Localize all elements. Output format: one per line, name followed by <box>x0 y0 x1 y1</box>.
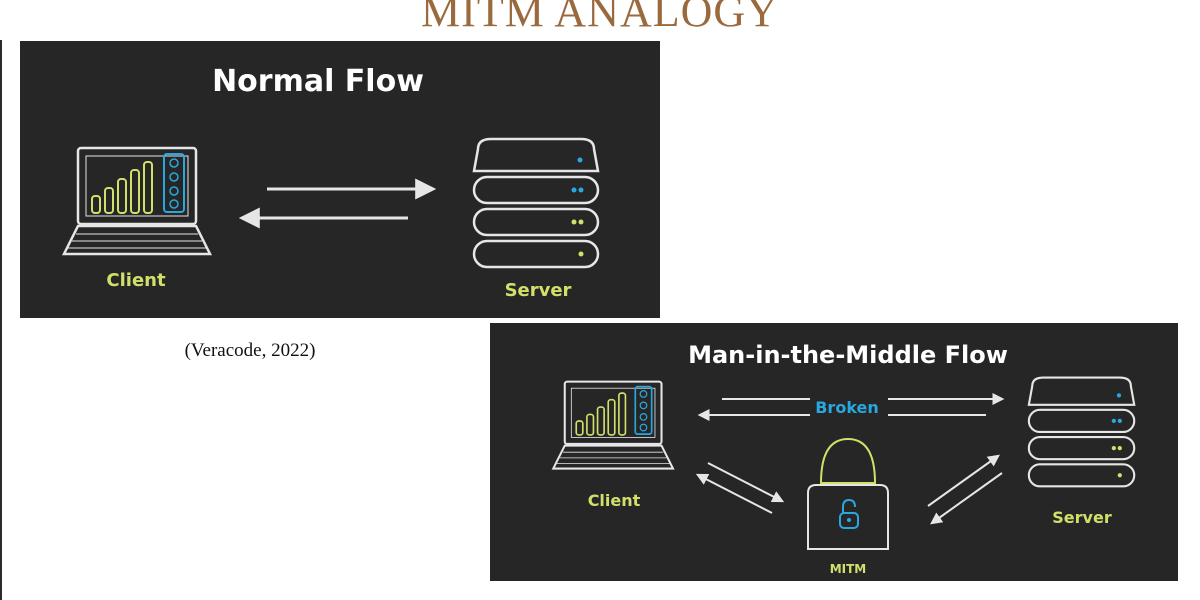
normal-flow-title: Normal Flow <box>212 64 424 99</box>
mitm-client-label: Client <box>588 491 641 510</box>
normal-flow-diagram: Normal Flow Client <box>20 41 660 318</box>
mitm-server-label: Server <box>1052 508 1112 527</box>
mitm-server-arrow-icon <box>927 454 1000 507</box>
normal-server-label: Server <box>505 280 572 301</box>
server-icon <box>1027 376 1136 488</box>
mitm-label: MITM <box>830 562 867 576</box>
mitm-flow-svg: Man-in-the-Middle Flow Client Broken <box>551 341 1136 576</box>
broken-label: Broken <box>815 398 879 417</box>
server-icon <box>472 137 600 269</box>
client-laptop-icon <box>551 380 675 470</box>
normal-flow-svg: Normal Flow Client <box>61 64 600 301</box>
slide-title: MITM ANALOGY <box>421 0 779 36</box>
left-border-line <box>0 40 2 600</box>
hacker-icon <box>807 437 889 550</box>
client-laptop-icon <box>61 146 213 256</box>
client-mitm-arrow-icon <box>695 473 773 514</box>
padlock-icon <box>839 498 859 529</box>
citation-caption: (Veracode, 2022) <box>184 340 316 361</box>
normal-client-label: Client <box>106 270 166 291</box>
mitm-flow-title: Man-in-the-Middle Flow <box>688 341 1008 369</box>
mitm-flow-diagram: Man-in-the-Middle Flow Client Broken <box>490 323 1178 581</box>
